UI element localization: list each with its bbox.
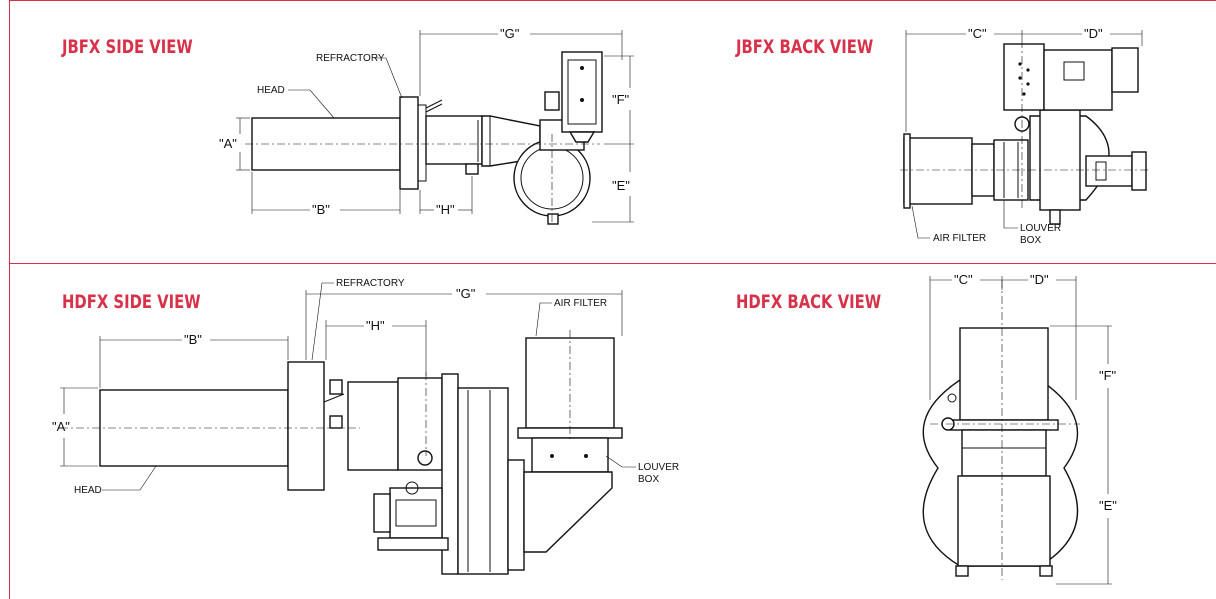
jbfx-burner-body bbox=[425, 115, 483, 165]
jbfx-side-view-title: JBFX SIDE VIEW bbox=[62, 36, 193, 58]
hdfx-side-louver-label: LOUVER bbox=[638, 462, 679, 473]
hdfx-back-drawing: "C" "D" "F" "E" bbox=[922, 272, 1117, 585]
jbfx-back-louver-label: LOUVER bbox=[1020, 223, 1061, 234]
jbfx-side-dim-e: "E" bbox=[612, 178, 630, 193]
jbfx-back-view-title: JBFX BACK VIEW bbox=[736, 36, 874, 58]
jbfx-back-control-box bbox=[1003, 43, 1045, 111]
jbfx-back-dim-c: "C" bbox=[968, 26, 987, 41]
hdfx-side-refractory-label: REFRACTORY bbox=[336, 278, 405, 289]
jbfx-mounting-flange bbox=[399, 96, 419, 190]
jbfx-back-motor bbox=[1085, 155, 1133, 187]
hdfx-back-dim-d: "D" bbox=[1030, 272, 1049, 287]
hdfx-side-dim-h: "H" bbox=[366, 318, 385, 333]
hdfx-side-dim-b: "B" bbox=[184, 332, 202, 347]
hdfx-side-dim-a: "A" bbox=[52, 419, 70, 434]
hdfx-back-dim-c: "C" bbox=[954, 272, 973, 287]
jbfx-back-air-filter bbox=[903, 137, 973, 205]
hdfx-back-lower-housing bbox=[957, 475, 1051, 567]
jbfx-back-air-filter-label: AIR FILTER bbox=[933, 233, 986, 244]
hdfx-back-louver-box bbox=[961, 429, 1047, 477]
drawing-frame bbox=[9, 0, 1216, 599]
hdfx-side-louver-box bbox=[531, 437, 609, 473]
jbfx-side-dim-h: "H" bbox=[436, 202, 455, 217]
section-divider bbox=[9, 263, 1216, 264]
jbfx-side-refractory-label: REFRACTORY bbox=[316, 53, 385, 64]
jbfx-back-drawing: "C" "D" AIR FILTER LOUVER BOX bbox=[900, 26, 1150, 246]
hdfx-side-head-label: HEAD bbox=[74, 485, 102, 496]
jbfx-side-head-label: HEAD bbox=[257, 85, 285, 96]
hdfx-side-drawing: "A" "B" "H" "G" REFRACTORY HEAD AIR FILT… bbox=[52, 278, 679, 575]
hdfx-side-dim-g: "G" bbox=[456, 286, 476, 301]
jbfx-control-box bbox=[561, 51, 603, 133]
jbfx-side-dim-a: "A" bbox=[219, 136, 237, 151]
jbfx-side-drawing: "A" "B" "H" "G" "F" "E" REFRACTORY HE bbox=[219, 26, 634, 225]
hdfx-side-air-filter-label: AIR FILTER bbox=[554, 298, 607, 309]
hdfx-back-dim-e: "E" bbox=[1099, 498, 1117, 513]
jbfx-side-dim-b: "B" bbox=[312, 202, 330, 217]
hdfx-back-dim-f: "F" bbox=[1099, 368, 1117, 383]
hdfx-back-view-title: HDFX BACK VIEW bbox=[736, 291, 882, 313]
hdfx-motor bbox=[389, 487, 443, 539]
hdfx-side-view-title: HDFX SIDE VIEW bbox=[62, 291, 201, 313]
jbfx-back-dim-d: "D" bbox=[1084, 26, 1103, 41]
jbfx-side-dim-g: "G" bbox=[500, 26, 520, 41]
jbfx-back-box-label: BOX bbox=[1020, 235, 1041, 246]
hdfx-mounting-flange bbox=[287, 361, 325, 491]
hdfx-fan-housing bbox=[457, 387, 509, 575]
hdfx-side-box-label: BOX bbox=[638, 474, 659, 485]
jbfx-side-dim-f: "F" bbox=[612, 92, 630, 107]
hdfx-back-air-filter bbox=[959, 327, 1049, 421]
